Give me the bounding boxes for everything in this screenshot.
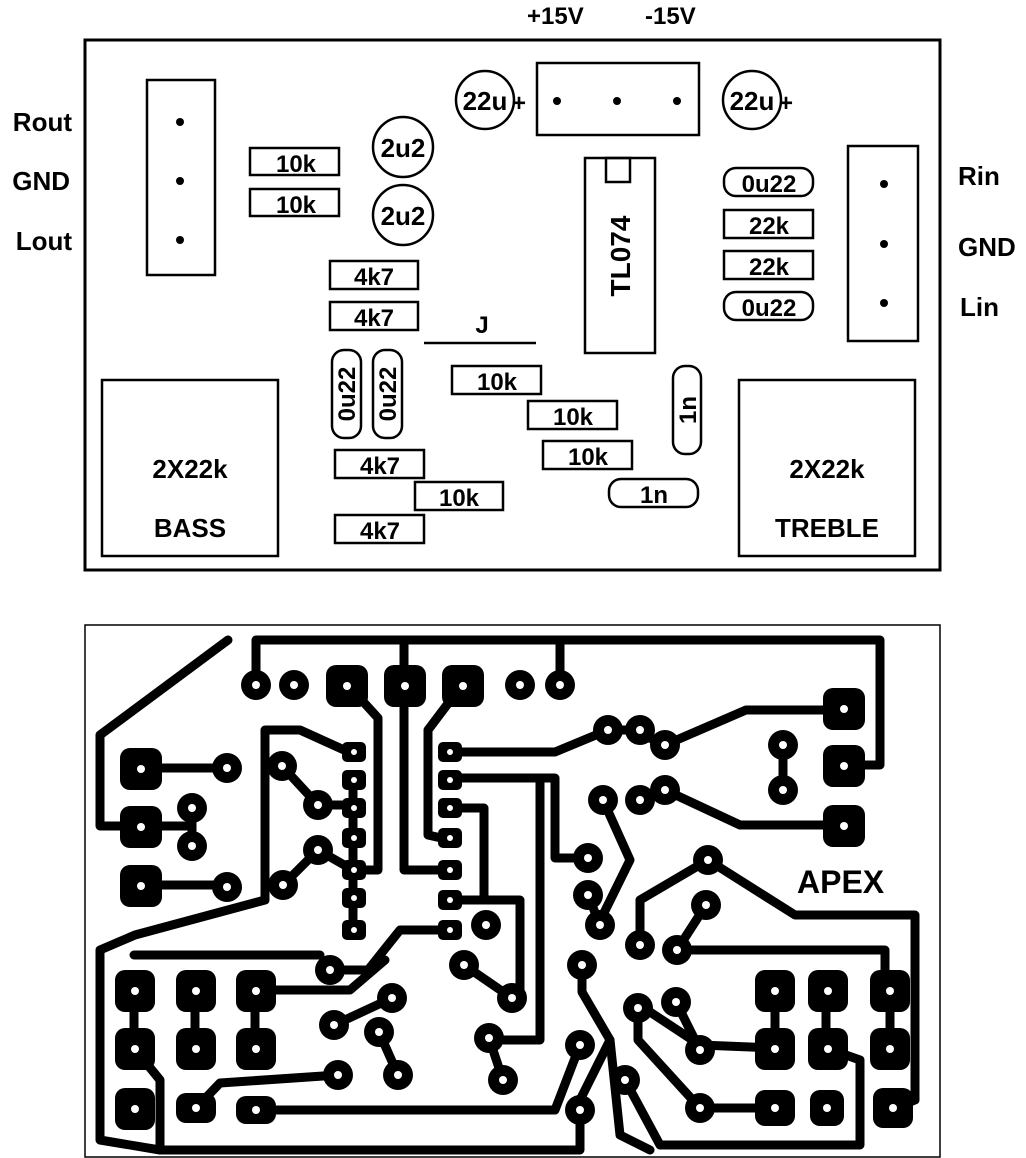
resistor-4k7: 4k7 (333, 448, 426, 480)
svg-text:22k: 22k (749, 213, 790, 240)
svg-text:0u22: 0u22 (742, 171, 797, 198)
svg-text:10k: 10k (568, 444, 609, 471)
resistor-10k: 10k (541, 439, 634, 471)
pot-treble: 2X22k TREBLE (737, 378, 917, 558)
component-layout: +15V -15V 22u + 22u + Rout GND L (12, 3, 1016, 572)
svg-text:TREBLE: TREBLE (775, 513, 879, 543)
resistor-10k: 10k (526, 399, 619, 431)
svg-text:22k: 22k (749, 254, 790, 281)
svg-text:2X22k: 2X22k (789, 454, 865, 484)
svg-text:10k: 10k (553, 404, 594, 431)
resistor-4k7: 4k7 (328, 259, 420, 291)
svg-text:22u: 22u (730, 86, 775, 116)
resistor-4k7: 4k7 (333, 513, 426, 545)
pot-bass: 2X22k BASS (100, 378, 280, 558)
drill-holes (131, 681, 897, 1114)
plus-sign: + (779, 90, 793, 117)
power-connector (535, 61, 701, 137)
jumper-wire: J (424, 312, 536, 345)
cap-0u22: 0u22 (722, 166, 815, 198)
cap-2u2: 2u2 (371, 115, 435, 179)
svg-text:0u22: 0u22 (742, 295, 797, 322)
input-connector (846, 144, 920, 343)
svg-text:4k7: 4k7 (360, 518, 400, 545)
svg-text:10k: 10k (439, 485, 480, 512)
cap-22u-left: 22u + (454, 69, 526, 131)
cap-1n-vertical: 1n (671, 364, 703, 456)
resistor-22k: 22k (722, 208, 815, 240)
svg-text:2X22k: 2X22k (152, 454, 228, 484)
gnd-right-label: GND (958, 232, 1016, 262)
plus-sign: + (512, 90, 526, 117)
rout-label: Rout (13, 107, 73, 137)
pcb-outline (84, 624, 941, 1158)
cap-22u-right: 22u + (721, 69, 793, 131)
svg-text:10k: 10k (276, 151, 317, 178)
resistor-10k: 10k (450, 364, 543, 396)
svg-text:10k: 10k (276, 192, 317, 219)
svg-text:0u22: 0u22 (375, 367, 402, 422)
svg-text:J: J (475, 312, 488, 339)
lout-label: Lout (16, 226, 73, 256)
svg-text:4k7: 4k7 (354, 305, 394, 332)
output-connector (145, 78, 217, 277)
svg-text:1n: 1n (675, 396, 702, 424)
gnd-left-label: GND (12, 166, 70, 196)
pcb-trace-layout: APEX (84, 624, 941, 1158)
cap-0u22-vertical: 0u22 (371, 348, 404, 440)
cap-2u2: 2u2 (371, 183, 435, 247)
rin-label: Rin (958, 161, 1000, 191)
svg-text:BASS: BASS (154, 513, 226, 543)
brand-label: APEX (797, 864, 885, 900)
resistor-10k: 10k (248, 187, 341, 219)
resistor-10k: 10k (248, 146, 341, 178)
cap-1n: 1n (607, 477, 700, 509)
ic-tl074: TL074 (583, 156, 657, 355)
lin-label: Lin (960, 292, 999, 322)
svg-text:22u: 22u (463, 86, 508, 116)
resistor-22k: 22k (722, 249, 815, 281)
svg-text:1n: 1n (640, 482, 668, 509)
svg-text:10k: 10k (477, 369, 518, 396)
svg-text:TL074: TL074 (605, 215, 636, 296)
power-minus-label: -15V (645, 3, 696, 30)
cap-0u22: 0u22 (722, 290, 815, 322)
board-outline (83, 38, 942, 572)
svg-text:2u2: 2u2 (381, 133, 426, 163)
cap-0u22-vertical: 0u22 (330, 348, 363, 440)
resistor-4k7: 4k7 (328, 300, 420, 332)
power-plus-label: +15V (527, 3, 584, 30)
resistor-10k: 10k (413, 480, 505, 512)
svg-text:4k7: 4k7 (354, 264, 394, 291)
svg-text:0u22: 0u22 (334, 367, 361, 422)
svg-text:2u2: 2u2 (381, 201, 426, 231)
svg-text:4k7: 4k7 (360, 453, 400, 480)
